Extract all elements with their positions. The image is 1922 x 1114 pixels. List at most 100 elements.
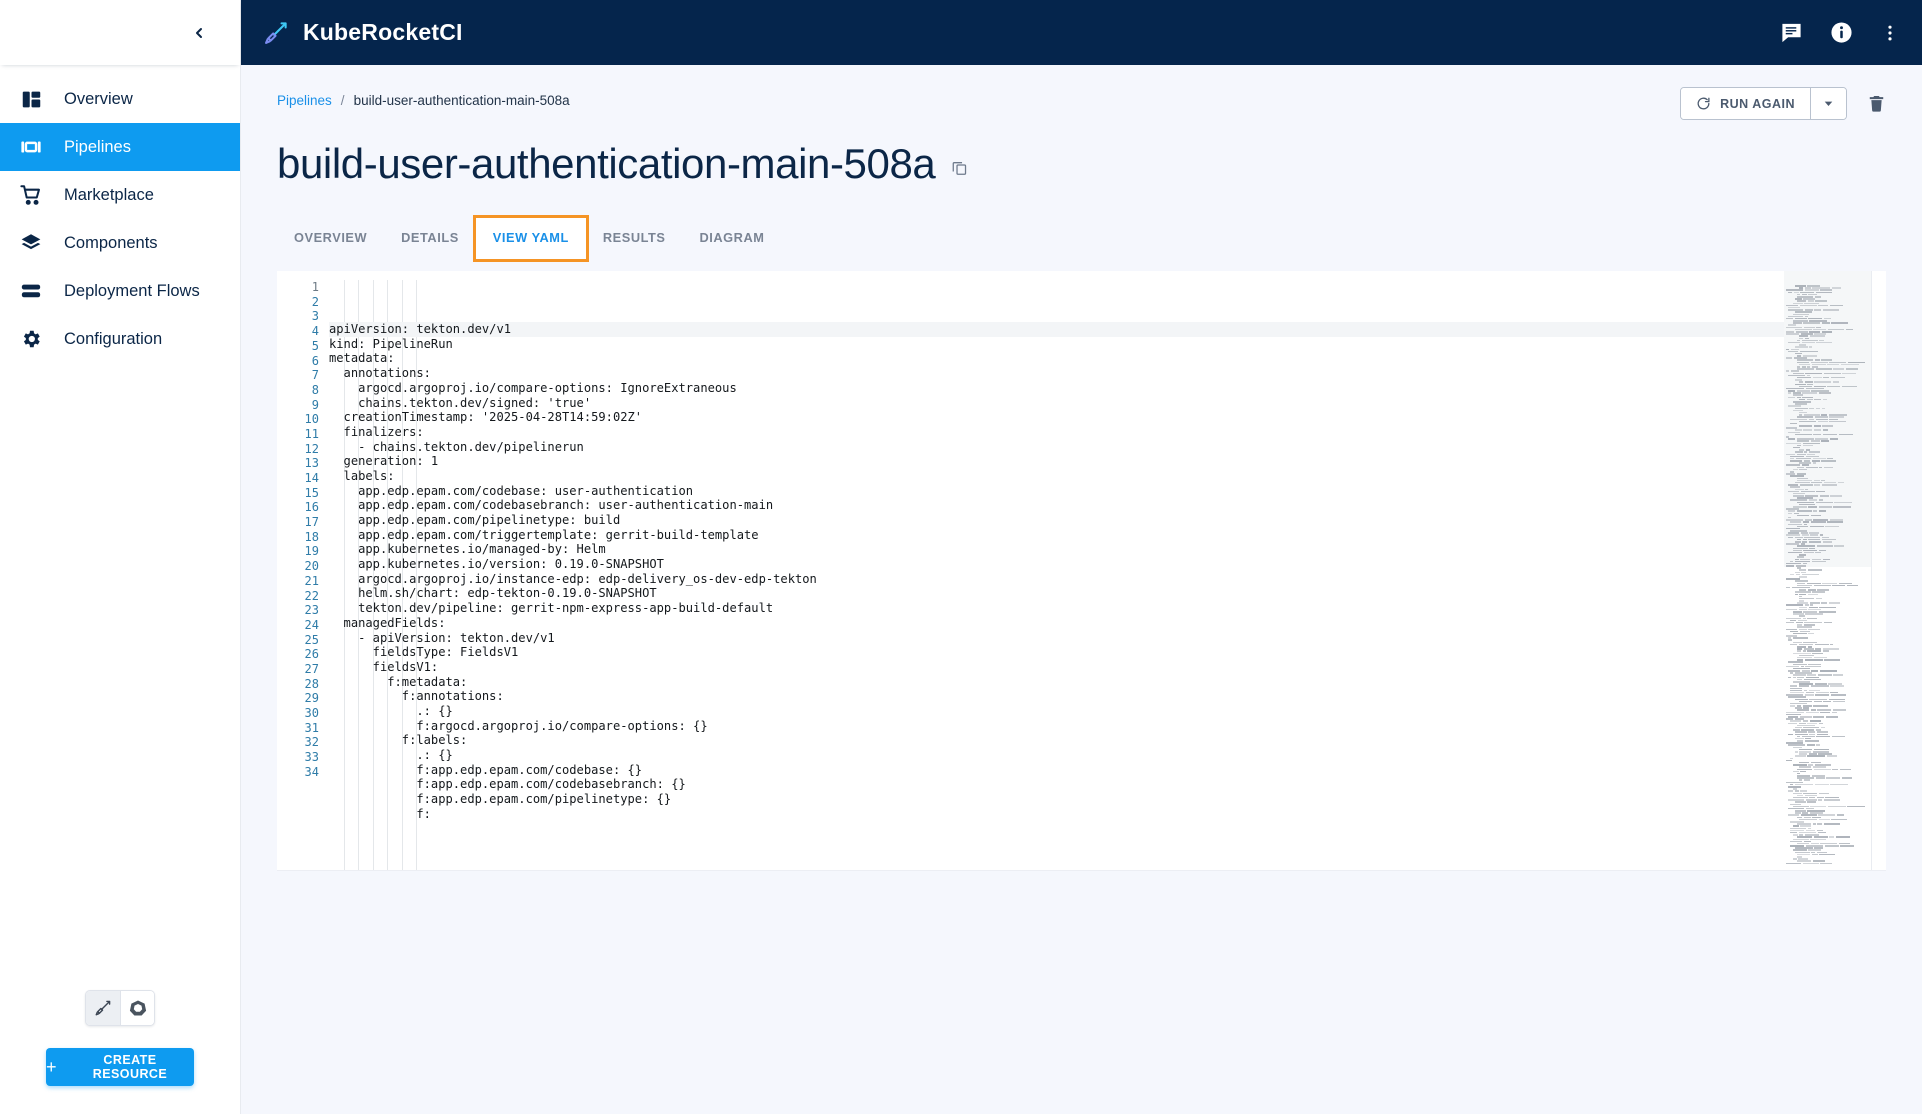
breadcrumb-current: build-user-authentication-main-508a [353, 93, 570, 108]
code-line[interactable]: - apiVersion: tekton.dev/v1 [329, 630, 555, 645]
code-line[interactable]: generation: 1 [329, 454, 439, 469]
minimap-line [1784, 758, 1872, 768]
sidebar-item-deployment-flows[interactable]: Deployment Flows [0, 267, 240, 315]
minimap-line [1784, 634, 1872, 644]
sidebar-item-label: Overview [64, 89, 133, 108]
minimap-line [1784, 411, 1872, 421]
code-line[interactable]: app.kubernetes.io/version: 0.19.0-SNAPSH… [329, 557, 664, 572]
code-line[interactable]: app.edp.epam.com/triggertemplate: gerrit… [329, 527, 759, 542]
minimap-line [1784, 334, 1872, 344]
code-line[interactable]: argocd.argoproj.io/compare-options: Igno… [329, 380, 737, 395]
tab-diagram[interactable]: DIAGRAM [682, 218, 781, 259]
sidebar-item-components[interactable]: Components [0, 219, 240, 267]
code-line[interactable]: - chains.tekton.dev/pipelinerun [329, 439, 584, 454]
code-line[interactable]: metadata: [329, 351, 395, 366]
tab-view-yaml[interactable]: VIEW YAML [472, 215, 589, 263]
code-line[interactable]: f:app.edp.epam.com/codebasebranch: {} [329, 777, 686, 792]
code-line[interactable]: creationTimestamp: '2025-04-28T14:59:02Z… [329, 410, 643, 425]
code-line[interactable]: annotations: [329, 366, 431, 381]
copy-icon[interactable] [951, 159, 968, 176]
code-line[interactable]: f: [329, 806, 431, 821]
minimap-line [1784, 472, 1872, 482]
scrollbar-thumb[interactable] [1874, 271, 1883, 481]
sidebar-item-configuration[interactable]: Configuration [0, 315, 240, 363]
dashboard-icon [18, 86, 44, 112]
code-line[interactable]: helm.sh/chart: edp-tekton-0.19.0-SNAPSHO… [329, 586, 657, 601]
chevron-left-icon[interactable] [184, 18, 214, 48]
minimap-line [1784, 800, 1872, 810]
minimap-line [1784, 481, 1872, 491]
kuberocket-icon[interactable] [86, 991, 120, 1025]
more-vert-icon[interactable] [1880, 23, 1900, 43]
minimap-line [1784, 526, 1872, 536]
code-line[interactable]: f:app.edp.epam.com/pipelinetype: {} [329, 792, 672, 807]
sidebar-item-overview[interactable]: Overview [0, 75, 240, 123]
code-line[interactable]: tekton.dev/pipeline: gerrit-npm-express-… [329, 601, 774, 616]
code-line[interactable]: app.edp.epam.com/codebase: user-authenti… [329, 483, 694, 498]
tab-overview[interactable]: OVERVIEW [277, 218, 384, 259]
code-line[interactable]: argocd.argoproj.io/instance-edp: edp-del… [329, 571, 817, 586]
code-line[interactable]: f:annotations: [329, 689, 504, 704]
minimap-line [1784, 522, 1872, 532]
minimap-line [1784, 778, 1872, 788]
code-line[interactable]: app.edp.epam.com/pipelinetype: build [329, 513, 621, 528]
code-line[interactable]: f:labels: [329, 733, 468, 748]
delete-button[interactable] [1867, 93, 1886, 114]
brand[interactable]: KubeRocketCI [263, 19, 463, 46]
code-line[interactable]: fieldsV1: [329, 659, 439, 674]
code-line[interactable]: apiVersion: tekton.dev/v1 [329, 322, 1784, 337]
kubernetes-icon[interactable] [120, 991, 154, 1025]
code-line[interactable]: fieldsType: FieldsV1 [329, 645, 519, 660]
minimap-line [1784, 721, 1872, 731]
minimap-line [1784, 421, 1872, 431]
minimap-line [1784, 715, 1872, 725]
run-again-button[interactable]: RUN AGAIN [1681, 88, 1810, 119]
code-line[interactable]: labels: [329, 468, 395, 483]
minimap-line [1784, 691, 1872, 701]
sidebar-item-pipelines[interactable]: Pipelines [0, 123, 240, 171]
line-number: 32 [304, 735, 319, 750]
minimap-line [1784, 284, 1872, 294]
line-number: 28 [304, 676, 319, 691]
run-again-dropdown-toggle[interactable] [1810, 88, 1846, 119]
minimap-line [1784, 343, 1872, 353]
minimap-line [1784, 728, 1872, 738]
minimap-line [1784, 592, 1872, 602]
code-line[interactable]: kind: PipelineRun [329, 336, 453, 351]
minimap-line [1784, 496, 1872, 506]
code-line[interactable]: app.kubernetes.io/managed-by: Helm [329, 542, 606, 557]
minimap-line [1784, 487, 1872, 497]
minimap-line [1784, 376, 1872, 386]
minimap-line [1784, 380, 1872, 390]
minimap-line [1784, 723, 1872, 733]
code-line[interactable]: app.edp.epam.com/codebasebranch: user-au… [329, 498, 774, 513]
code-line[interactable]: chains.tekton.dev/signed: 'true' [329, 395, 592, 410]
chat-icon[interactable] [1780, 21, 1803, 44]
minimap-line [1784, 756, 1872, 766]
code-line[interactable]: f:metadata: [329, 674, 468, 689]
editor-vertical-scrollbar[interactable] [1872, 271, 1886, 871]
minimap-line [1784, 369, 1872, 379]
refresh-icon [1696, 96, 1711, 111]
code-line[interactable]: finalizers: [329, 424, 424, 439]
tab-results[interactable]: RESULTS [586, 218, 683, 259]
code-line[interactable]: .: {} [329, 703, 453, 718]
code-line[interactable]: .: {} [329, 748, 453, 763]
sidebar-item-marketplace[interactable]: Marketplace [0, 171, 240, 219]
tab-details[interactable]: DETAILS [384, 218, 476, 259]
code-line[interactable]: f:app.edp.epam.com/codebase: {} [329, 762, 643, 777]
run-again-split-button: RUN AGAIN [1680, 87, 1847, 120]
code-minimap[interactable] [1784, 271, 1872, 871]
code-line[interactable]: f:argocd.argoproj.io/compare-options: {} [329, 718, 708, 733]
info-icon[interactable] [1830, 21, 1853, 44]
minimap-line [1784, 498, 1872, 508]
breadcrumb-root-link[interactable]: Pipelines [277, 93, 332, 108]
minimap-line [1784, 443, 1872, 453]
minimap-line [1784, 459, 1872, 469]
code-line[interactable]: managedFields: [329, 615, 446, 630]
create-resource-button[interactable]: + CREATE RESOURCE [46, 1048, 194, 1086]
topbar-actions [1780, 21, 1900, 44]
